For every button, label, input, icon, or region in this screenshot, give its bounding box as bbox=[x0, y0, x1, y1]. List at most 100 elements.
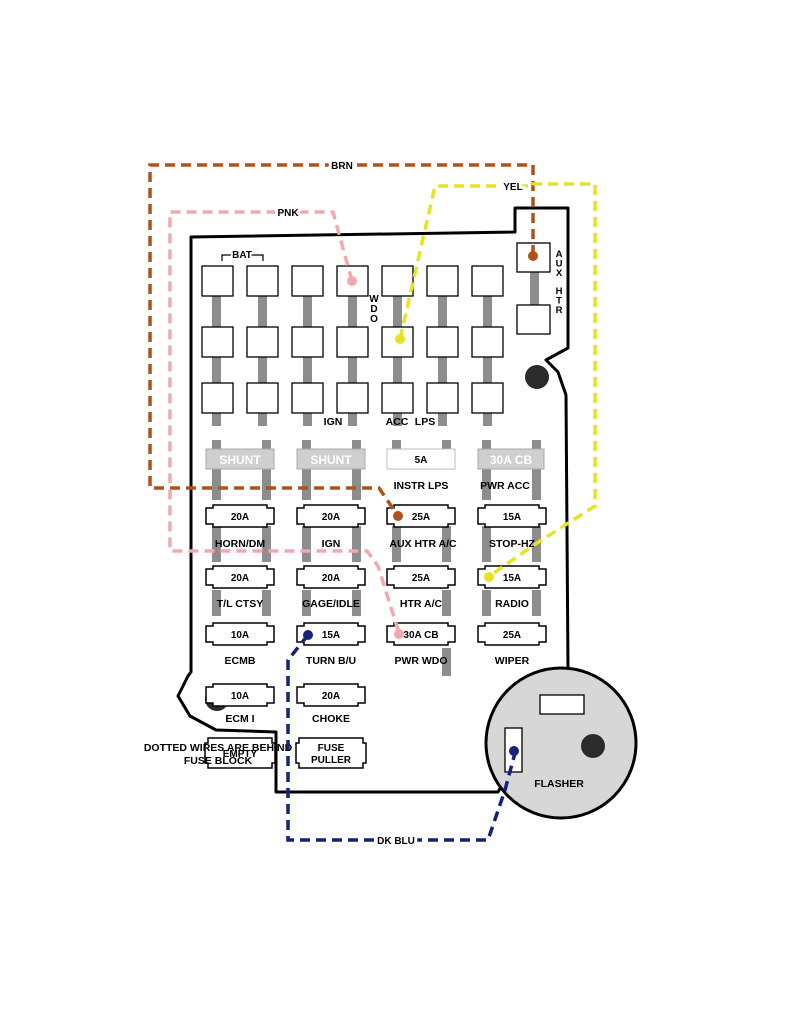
bat-label: BAT bbox=[232, 250, 252, 261]
slot bbox=[336, 382, 369, 414]
fuse-amp-text: 20A bbox=[231, 573, 249, 584]
fuse-label: ECM I bbox=[225, 713, 254, 725]
dk-blu-wire-label: DK BLU bbox=[377, 836, 415, 847]
lps-label: LPS bbox=[415, 416, 435, 428]
wires bbox=[148, 163, 597, 842]
fuse-amp-text: 30A CB bbox=[403, 630, 438, 641]
slot bbox=[201, 382, 234, 414]
shunt-text: SHUNT bbox=[219, 453, 261, 467]
acc-label: ACC bbox=[386, 416, 409, 428]
shunt-text: SHUNT bbox=[310, 453, 352, 467]
fuse-body bbox=[295, 737, 367, 769]
fuse-label: RADIO bbox=[495, 598, 529, 610]
slot bbox=[246, 382, 279, 414]
slot bbox=[201, 265, 234, 297]
dk-blu-wire bbox=[286, 633, 517, 842]
instr-lps-label: INSTR LPS bbox=[394, 480, 449, 492]
dk-blu-wire-end-flasher bbox=[509, 746, 519, 756]
pnk-wire bbox=[168, 210, 401, 634]
fuse-body bbox=[296, 683, 366, 707]
fuse-label: WIPER bbox=[495, 655, 530, 667]
slot bbox=[336, 326, 369, 358]
fuse-body bbox=[205, 504, 275, 528]
slot bbox=[471, 265, 504, 297]
fuse-amp-text: 25A bbox=[503, 630, 521, 641]
upper-slot-grid bbox=[201, 242, 551, 426]
slot bbox=[381, 382, 414, 414]
fuse-label: HTR A/C bbox=[400, 598, 443, 610]
fuse-body bbox=[477, 504, 547, 528]
fuse-amp-text: 15A bbox=[503, 573, 521, 584]
fuse-body bbox=[386, 504, 456, 528]
flasher-unit: FLASHER bbox=[484, 666, 638, 820]
fuse-rows: 20A HORN/DM 20A IGN 25A AUX HTR A/C 15A STOP-HZ… bbox=[204, 504, 547, 769]
slot bbox=[291, 265, 324, 297]
fuse-label: AUX HTR A/C bbox=[389, 538, 457, 550]
fuse-amp-text: 15A bbox=[503, 512, 521, 523]
ign-label: IGN bbox=[324, 416, 343, 428]
yel-wire-label: YEL bbox=[503, 182, 522, 193]
bat-bracket bbox=[221, 254, 264, 261]
fuse-body bbox=[386, 622, 456, 646]
fuse-body bbox=[296, 504, 366, 528]
fuse-label: CHOKE bbox=[312, 713, 350, 725]
brn-wire-end-fuse bbox=[393, 511, 403, 521]
slot bbox=[201, 326, 234, 358]
flasher-terminal bbox=[581, 734, 605, 758]
brn-wire bbox=[148, 163, 535, 517]
fuse-amp-text: 25A bbox=[412, 573, 430, 584]
shunt-row: SHUNT SHUNT 5A 30A CB INSTR LPS PWR ACC bbox=[205, 448, 545, 492]
fuse-label: GAGE/IDLE bbox=[302, 598, 360, 610]
fuse-amp-text: 20A bbox=[322, 512, 340, 523]
fuse-label: STOP-HZ bbox=[489, 538, 535, 550]
flasher-slot-horizontal bbox=[539, 694, 585, 715]
pnk-wire-end-fuse bbox=[394, 629, 404, 639]
fuse-body bbox=[386, 565, 456, 589]
fuse-amp-text: 20A bbox=[231, 512, 249, 523]
fuse-body bbox=[205, 683, 275, 707]
slot bbox=[426, 265, 459, 297]
fuse-amp-text: 10A bbox=[231, 691, 249, 702]
pnk-wire-end-top bbox=[347, 276, 357, 286]
slot bbox=[291, 382, 324, 414]
cb-30a-text: 30A CB bbox=[490, 453, 533, 467]
fuse-amp-text: EMPTY bbox=[223, 749, 258, 760]
slot bbox=[246, 326, 279, 358]
yel-wire-end-fuse bbox=[484, 572, 494, 582]
fuse-5a-text: 5A bbox=[415, 455, 428, 466]
fuse-amp-text: 15A bbox=[322, 630, 340, 641]
slot bbox=[291, 326, 324, 358]
slot bbox=[471, 326, 504, 358]
fuse-label: PWR WDO bbox=[394, 655, 447, 667]
fuse-amp-text: 10A bbox=[231, 630, 249, 641]
pnk-wire-label: PNK bbox=[277, 208, 299, 219]
fuse-label: IGN bbox=[322, 538, 341, 550]
fuse-amp-text: 20A bbox=[322, 573, 340, 584]
pwr-acc-label: PWR ACC bbox=[480, 480, 530, 492]
slot bbox=[471, 382, 504, 414]
fuse-body bbox=[204, 737, 276, 769]
slot bbox=[426, 382, 459, 414]
dk-blu-wire-end-fuse bbox=[303, 630, 313, 640]
mounting-hole-top-right bbox=[525, 365, 549, 389]
fuse-amp-text: 20A bbox=[322, 691, 340, 702]
fuse-body bbox=[477, 622, 547, 646]
slot bbox=[426, 326, 459, 358]
fuse-body bbox=[296, 565, 366, 589]
slot bbox=[381, 265, 414, 297]
yel-wire-end-top bbox=[395, 334, 405, 344]
fuse-label: ECMB bbox=[225, 655, 256, 667]
fuse-body bbox=[205, 622, 275, 646]
fuse-label: TURN B/U bbox=[306, 655, 356, 667]
brn-wire-label: BRN bbox=[331, 161, 353, 172]
fuse-amp-text: 25A bbox=[412, 512, 430, 523]
fuse-body bbox=[296, 622, 366, 646]
fuse-label: HORN/DM bbox=[215, 538, 265, 550]
bus-bars bbox=[212, 440, 541, 676]
fuse-body bbox=[205, 565, 275, 589]
